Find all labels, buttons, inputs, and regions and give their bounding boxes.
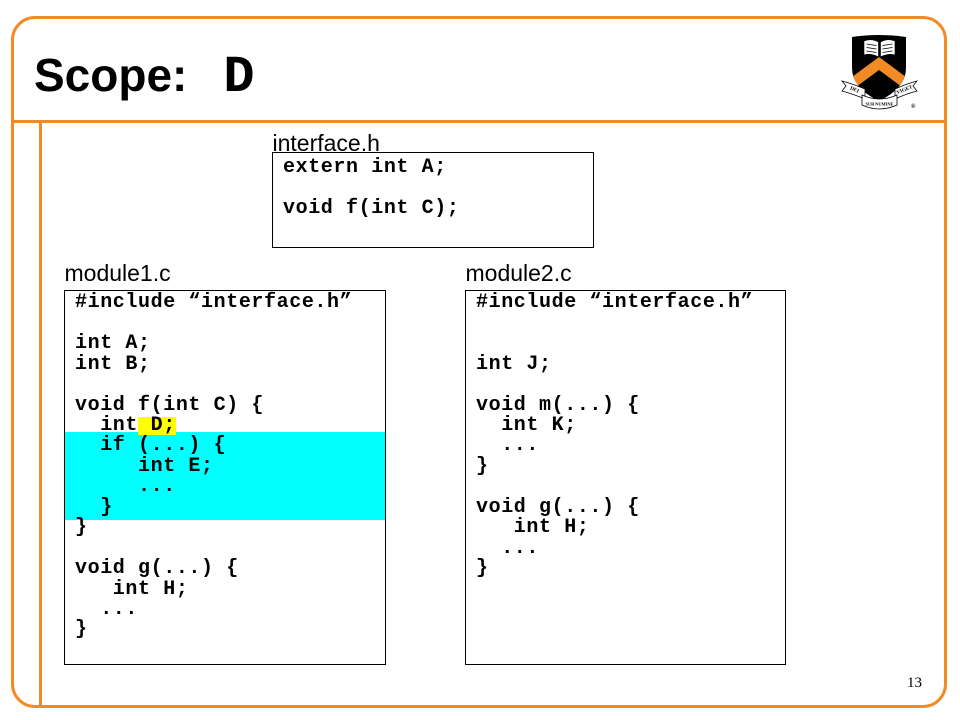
module1-c-code-box: #include “interface.h” int A; int B; voi… bbox=[64, 290, 386, 665]
motto-ribbon bbox=[840, 80, 919, 110]
code-line: } bbox=[476, 454, 489, 478]
code-line: int H; bbox=[75, 577, 189, 601]
code-text: int bbox=[75, 414, 139, 438]
code-line: ... bbox=[476, 536, 540, 560]
slide-title-code: D bbox=[223, 48, 255, 107]
registered-mark: ® bbox=[911, 103, 916, 110]
code-line: void f(int C) { bbox=[75, 393, 265, 417]
blank-line bbox=[476, 477, 785, 497]
module2-c-code-box: #include “interface.h” int J; void m(...… bbox=[465, 290, 786, 665]
code-line: void m(...) { bbox=[476, 393, 640, 417]
file-label-module2-c: module2.c bbox=[465, 259, 572, 286]
blank-line bbox=[75, 375, 385, 395]
blank-line bbox=[75, 539, 385, 559]
code-line: int E; bbox=[75, 454, 214, 478]
highlighted-declaration: D; bbox=[138, 414, 176, 438]
code-line: void g(...) { bbox=[476, 495, 640, 519]
code-line: void g(...) { bbox=[75, 557, 239, 581]
file-label-module1-c: module1.c bbox=[64, 259, 171, 286]
blank-line bbox=[476, 334, 785, 354]
code-line: int D; bbox=[75, 414, 385, 438]
code-block: #include “interface.h” int A; int B; voi… bbox=[65, 291, 385, 641]
code-line: } bbox=[75, 516, 88, 540]
code-line: ... bbox=[476, 434, 540, 458]
code-line: } bbox=[75, 618, 88, 642]
slide-title: Scope: D bbox=[34, 49, 255, 104]
open-book-icon bbox=[863, 39, 896, 58]
code-line: if (...) { bbox=[75, 434, 227, 458]
file-label-interface-h: interface.h bbox=[272, 129, 380, 156]
code-line: void f(int C); bbox=[283, 197, 460, 221]
code-line: #include “interface.h” bbox=[75, 291, 353, 315]
code-block: #include “interface.h” int J; void m(...… bbox=[466, 291, 785, 580]
code-line: int B; bbox=[75, 352, 151, 376]
princeton-shield-logo: DEI SUB NUMINE VIGET ® bbox=[840, 35, 919, 110]
code-line: extern int A; bbox=[283, 156, 447, 180]
motto-text-center: SUB NUMINE bbox=[866, 102, 894, 107]
interface-h-code-box: extern int A; void f(int C); bbox=[272, 152, 594, 248]
code-line: int K; bbox=[476, 414, 577, 438]
slide-title-text: Scope: bbox=[34, 49, 188, 101]
left-margin-rule bbox=[39, 121, 42, 707]
code-line: } bbox=[476, 557, 489, 581]
code-line: int J; bbox=[476, 352, 552, 376]
code-line: } bbox=[75, 495, 113, 519]
slide-frame bbox=[11, 16, 947, 708]
code-block: extern int A; void f(int C); bbox=[273, 153, 593, 220]
title-divider bbox=[12, 120, 946, 123]
page-number: 13 bbox=[907, 675, 922, 691]
code-line: ... bbox=[75, 597, 139, 621]
code-line: int A; bbox=[75, 332, 151, 356]
scope-highlight-band bbox=[65, 432, 385, 520]
blank-line bbox=[75, 314, 385, 334]
motto-text-left: DEI bbox=[849, 86, 860, 95]
code-line: int H; bbox=[476, 516, 590, 540]
code-line: ... bbox=[75, 475, 176, 499]
blank-line bbox=[283, 179, 593, 199]
code-line: #include “interface.h” bbox=[476, 291, 754, 315]
blank-line bbox=[476, 375, 785, 395]
blank-line bbox=[476, 314, 785, 334]
